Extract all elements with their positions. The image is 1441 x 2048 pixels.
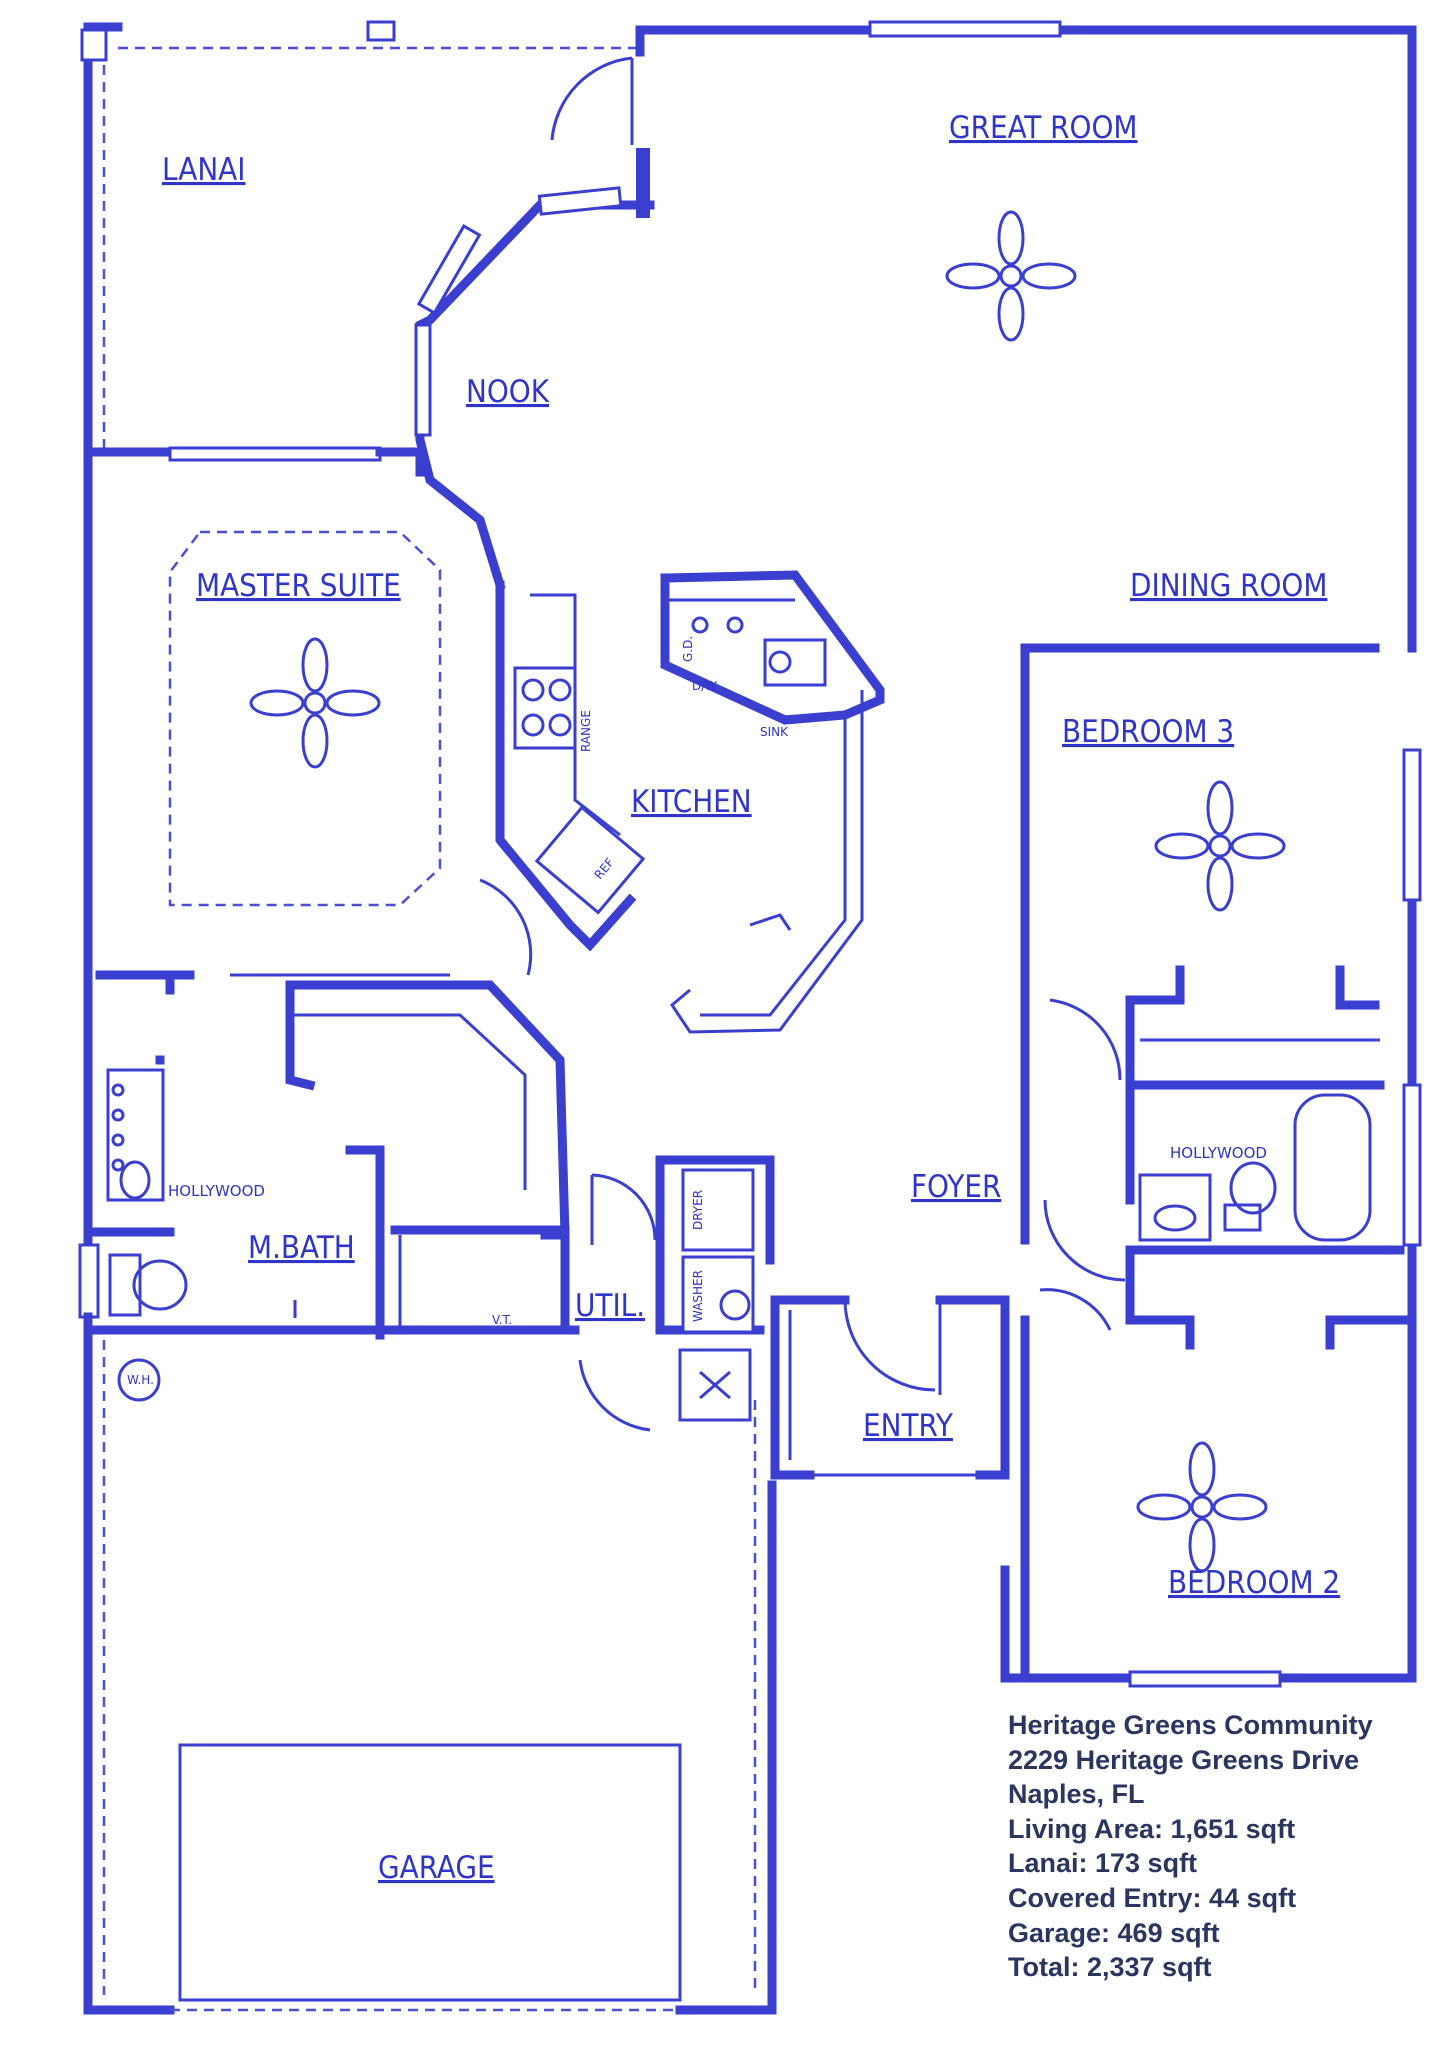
water-heater-icon xyxy=(117,1358,161,1402)
label-kitchen: KITCHEN xyxy=(631,784,752,820)
garage-area: Garage: 469 sqft xyxy=(1008,1917,1220,1948)
label-foyer: FOYER xyxy=(911,1169,1001,1205)
master-bath-walls xyxy=(83,970,580,1340)
label-master-suite: MASTER SUITE xyxy=(196,568,401,604)
label-m-bath: M.BATH xyxy=(248,1230,355,1266)
label-washer: WASHER xyxy=(691,1270,705,1322)
label-hollywood-master: HOLLYWOOD xyxy=(168,1182,265,1200)
label-nook: NOOK xyxy=(466,374,550,410)
kitchen-range-counter xyxy=(479,580,646,976)
entry-walls xyxy=(770,1295,1010,1480)
covered-entry: Covered Entry: 44 sqft xyxy=(1008,1882,1297,1913)
label-range: RANGE xyxy=(579,710,593,752)
ceiling-fan-bedroom-2 xyxy=(1136,1441,1268,1573)
total-area: Total: 2,337 sqft xyxy=(1008,1952,1212,1983)
label-lanai: LANAI xyxy=(162,152,245,188)
street-address: 2229 Heritage Greens Drive xyxy=(1008,1744,1360,1775)
bedroom-2-walls xyxy=(1020,1075,1410,1683)
ceiling-fan-great-room xyxy=(945,210,1077,342)
label-gd: G.D. xyxy=(681,636,695,662)
utility-room xyxy=(560,1155,775,1432)
lanai-area-text: Lanai: 173 sqft xyxy=(1008,1848,1198,1879)
hall-bath xyxy=(1043,1080,1405,1282)
nook-walls xyxy=(414,186,655,591)
ceiling-fan-master xyxy=(249,637,381,769)
living-area: Living Area: 1,651 sqft xyxy=(1008,1813,1296,1844)
label-entry: ENTRY xyxy=(863,1408,954,1444)
label-bedroom-3: BEDROOM 3 xyxy=(1062,714,1234,750)
lanai-area xyxy=(80,20,640,457)
label-hollywood-hall: HOLLYWOOD xyxy=(1170,1144,1267,1162)
label-dw: D/W xyxy=(692,679,717,693)
kitchen-island xyxy=(660,570,885,1034)
label-dining-room: DINING ROOM xyxy=(1130,568,1327,604)
label-wh: W.H. xyxy=(127,1373,154,1387)
community-name: Heritage Greens Community xyxy=(1008,1710,1373,1740)
label-great-room: GREAT ROOM xyxy=(949,110,1138,146)
label-dryer: DRYER xyxy=(691,1190,705,1230)
city: Naples, FL xyxy=(1008,1779,1145,1810)
label-util: UTIL. xyxy=(575,1288,645,1324)
label-sink: SINK xyxy=(760,725,789,739)
label-bedroom-2: BEDROOM 2 xyxy=(1168,1565,1340,1601)
label-garage: GARAGE xyxy=(378,1850,495,1886)
property-info: Heritage Greens Community 2229 Heritage … xyxy=(1008,1708,1428,1985)
bedroom-3-walls xyxy=(1020,643,1417,1090)
master-tray-ceiling xyxy=(168,530,442,907)
label-vt: V.T. xyxy=(492,1313,512,1327)
exterior-walls xyxy=(78,20,1422,2015)
ceiling-fan-bedroom-3 xyxy=(1154,780,1286,912)
